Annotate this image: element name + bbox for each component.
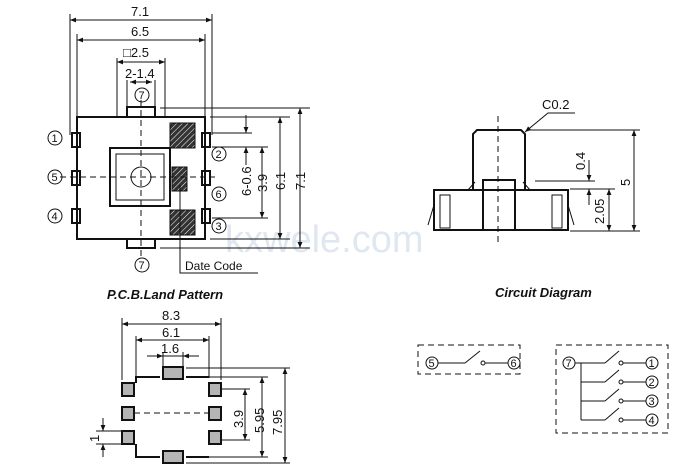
side-view: C0.2 0.4 2.05 5: [427, 97, 640, 245]
date-code-label: Date Code: [185, 259, 243, 273]
land-pad: [208, 382, 222, 397]
pin-labels: 1 5 4 2 6 3 7: [47, 130, 227, 273]
dim-total-height: 5: [618, 179, 633, 186]
land-pad: [208, 406, 222, 421]
dim-pcb-pin-span: 3.9: [231, 410, 246, 428]
side-body: [433, 189, 569, 231]
circuit-pin-1: 1: [649, 358, 655, 370]
land-pad: [162, 366, 184, 380]
land-pad: [121, 430, 135, 445]
circuit-pin-2: 2: [649, 377, 655, 389]
pin-5-label: 5: [52, 172, 58, 184]
circuit-diagram-title: Circuit Diagram: [495, 285, 592, 300]
circuit-pin-6: 6: [511, 358, 517, 370]
dim-outer-width: 8.3: [162, 308, 180, 323]
dim-travel: 0.4: [573, 152, 588, 170]
pin-6-label: 6: [216, 189, 222, 201]
dim-chamfer: C0.2: [542, 97, 569, 112]
dim-tab-width: 2-1.4: [125, 66, 155, 81]
dim-center-pad: 1.6: [161, 341, 179, 356]
pin-1-label: 1: [52, 133, 58, 145]
dim-body-height: 6.1: [273, 172, 288, 190]
pin-4-label: 4: [52, 211, 58, 223]
dim-pin-span: 3.9: [255, 174, 270, 192]
dim-pad-span: 6.1: [162, 325, 180, 340]
bottom-tab: [126, 238, 156, 249]
dim-pin-pitch: 6-0.6: [239, 166, 254, 196]
switch-b-box: [555, 344, 669, 434]
pin-2-label: 2: [216, 149, 222, 161]
pcb-land-pattern-title: P.C.B.Land Pattern: [107, 287, 223, 302]
dim-overall-width: 7.1: [131, 4, 149, 19]
dim-overall-height: 7.1: [293, 172, 308, 190]
pcb-land-pattern: 8.3 6.1 1.6 3.9 5.95 7.95 1: [87, 308, 290, 464]
top-view: 7.1 6.5 □2.5 2-1.4 7 1 5 4 2 6: [47, 4, 310, 274]
switch-a-box: [417, 344, 521, 375]
circuit-pin-4: 4: [649, 415, 655, 427]
top-tab: [126, 106, 156, 118]
hatched-pad: [169, 122, 196, 149]
circuit-pin-5: 5: [429, 358, 435, 370]
circuit-diagram: 5 6 7 1 2 3 4: [417, 344, 669, 434]
dim-side-body-height: 2.05: [592, 199, 607, 224]
dim-pad-height: 1: [87, 435, 102, 442]
dim-inner-height: 5.95: [252, 408, 267, 433]
pin-7-top-label: 7: [139, 90, 145, 102]
circuit-pin-7: 7: [566, 358, 572, 370]
pin-3-label: 3: [216, 221, 222, 233]
dim-outer-height: 7.95: [270, 410, 285, 435]
dim-button-square: □2.5: [123, 45, 149, 60]
land-pad: [121, 382, 135, 397]
dim-body-width: 6.5: [131, 24, 149, 39]
land-pad: [208, 430, 222, 445]
circuit-pin-3: 3: [649, 396, 655, 408]
hatched-pad: [169, 209, 196, 236]
pin-7-bottom-label: 7: [139, 260, 145, 272]
watermark: kxwele.com: [225, 219, 424, 261]
land-pad: [121, 406, 135, 421]
land-pad: [162, 450, 184, 464]
